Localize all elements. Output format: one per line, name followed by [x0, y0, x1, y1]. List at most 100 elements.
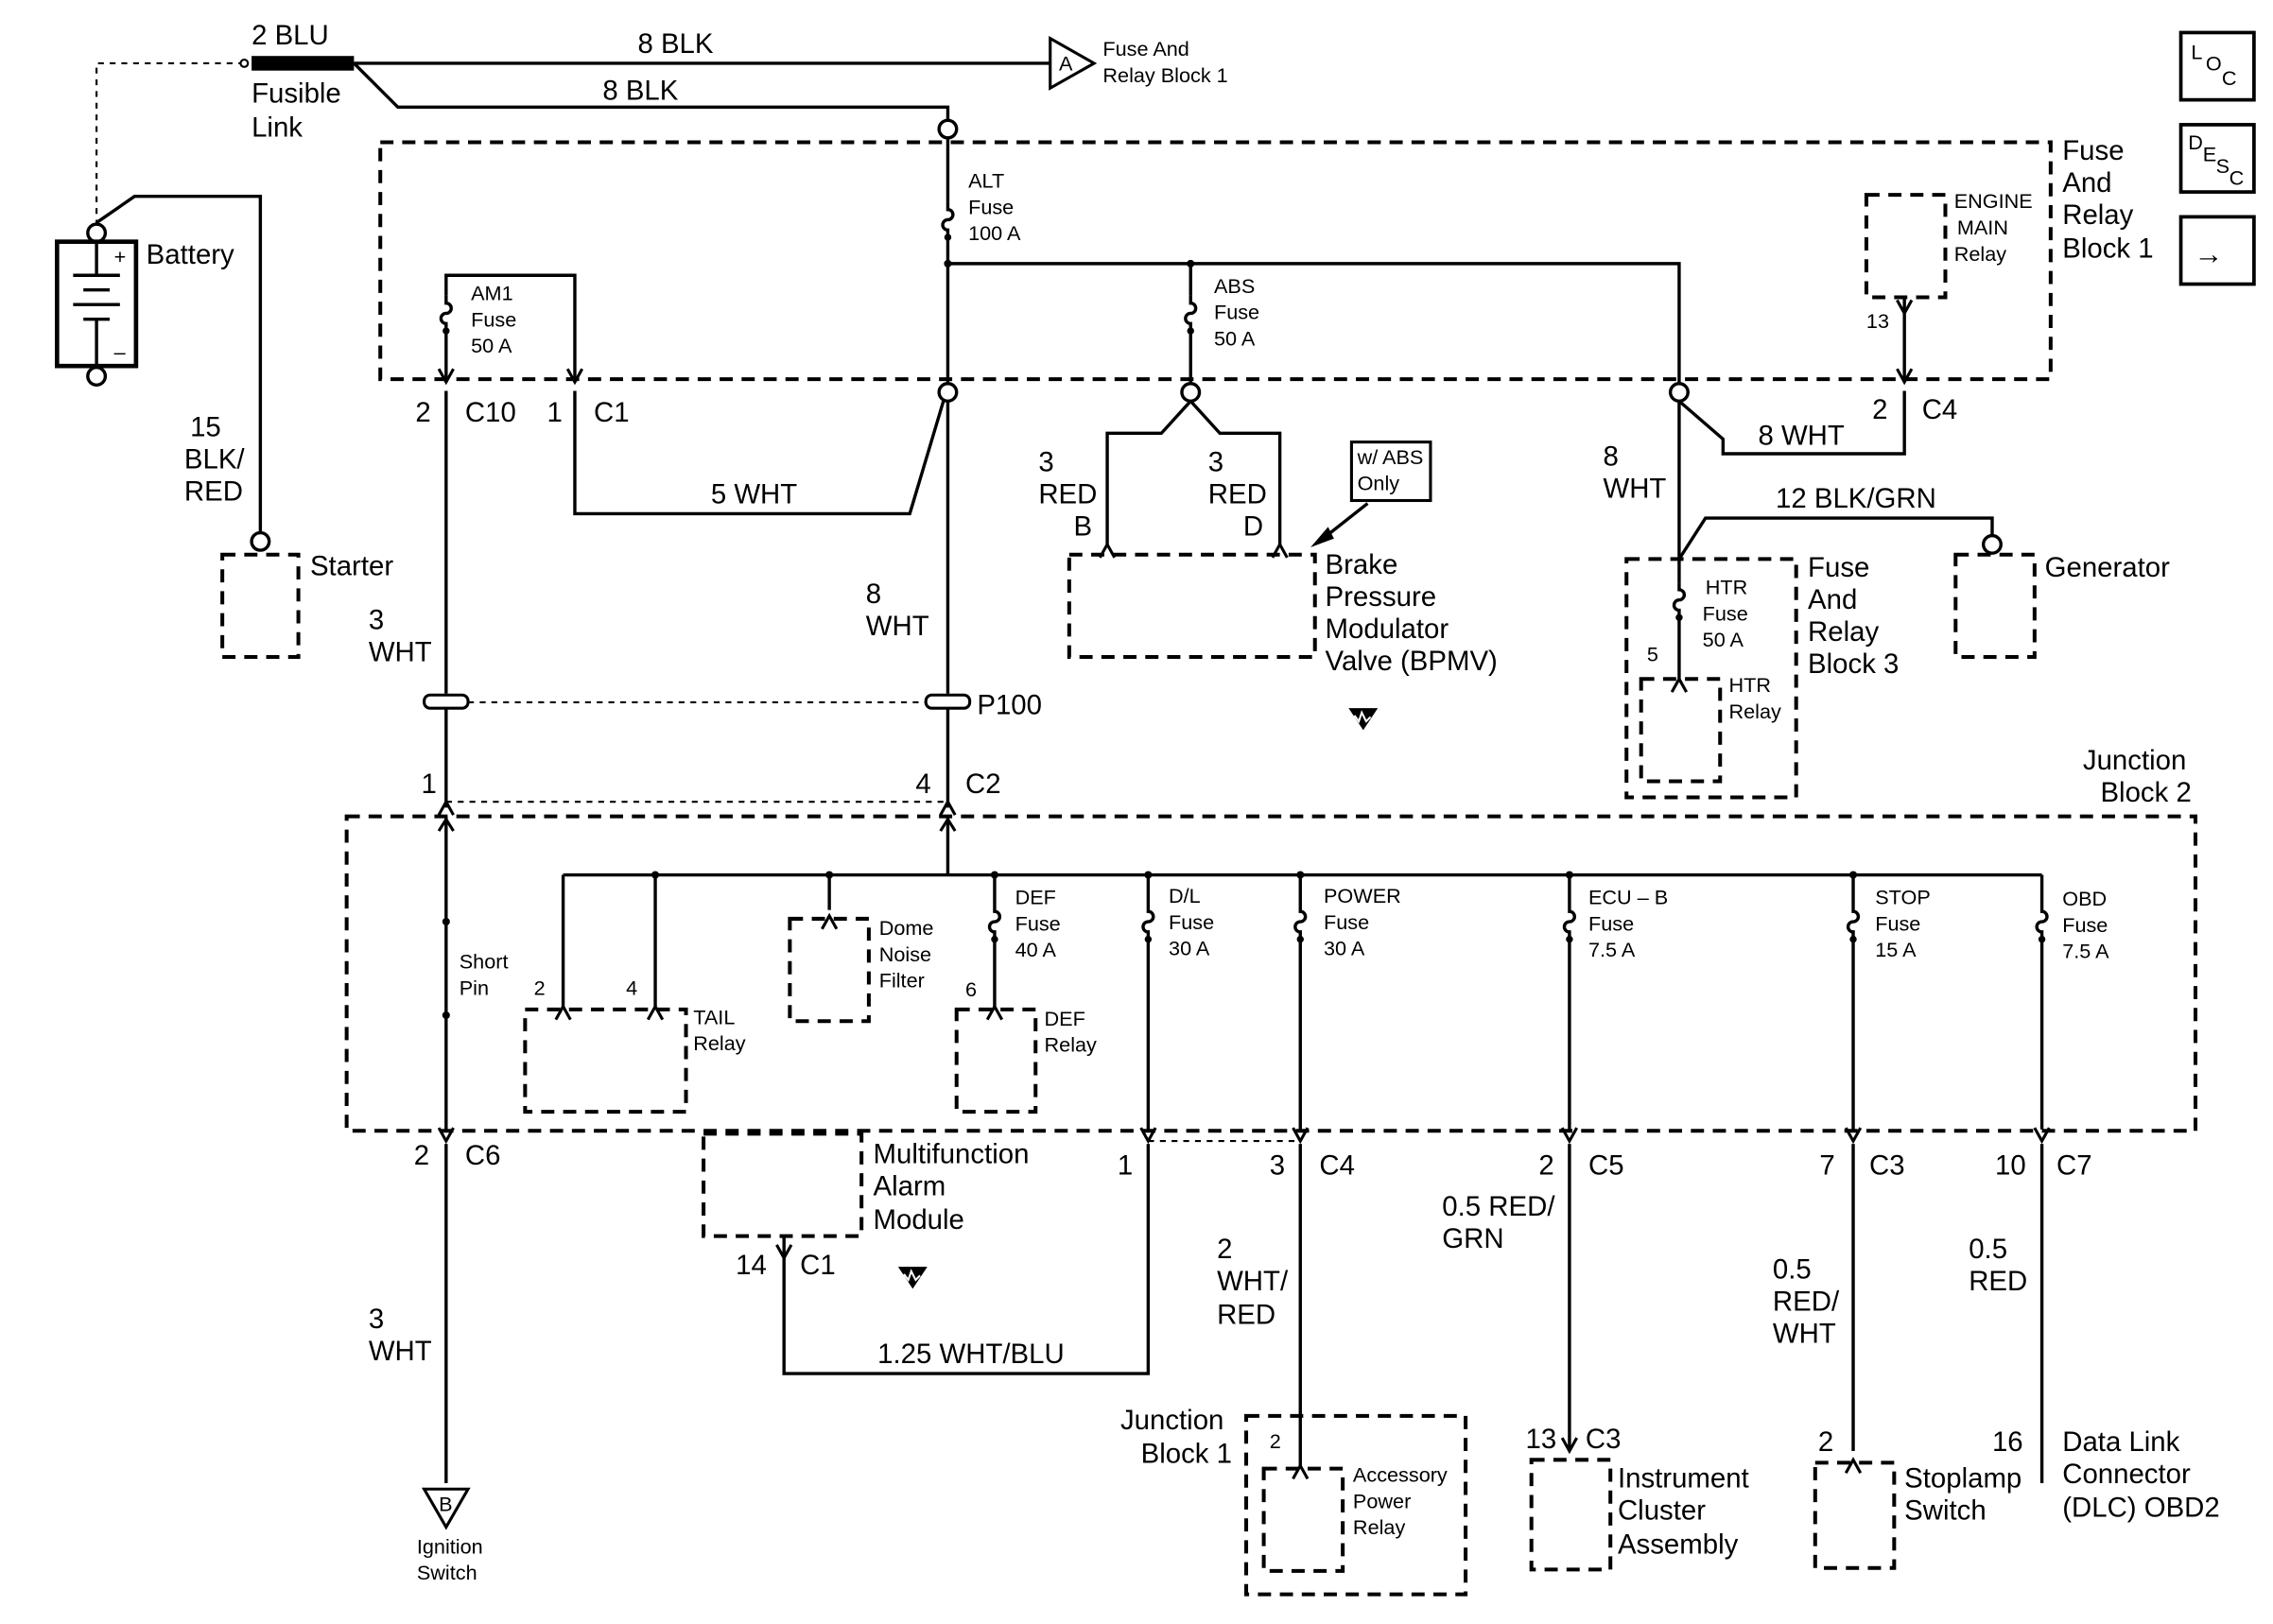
svg-text:Pressure: Pressure — [1326, 581, 1437, 613]
svg-text:13: 13 — [1525, 1424, 1556, 1455]
fusible-link: 2 BLU Fusible Link — [252, 20, 355, 143]
svg-text:C: C — [2230, 165, 2245, 189]
svg-text:Relay: Relay — [1954, 242, 2007, 266]
svg-text:DEF: DEF — [1015, 885, 1056, 908]
svg-text:P100: P100 — [977, 689, 1042, 720]
svg-text:WHT: WHT — [369, 637, 432, 668]
svg-text:Accessory: Accessory — [1353, 1463, 1448, 1487]
svg-text:Power: Power — [1353, 1489, 1411, 1512]
svg-text:Fuse: Fuse — [1015, 911, 1061, 935]
svg-text:5 WHT: 5 WHT — [711, 479, 797, 510]
loc-button[interactable]: L O C — [2178, 30, 2256, 102]
svg-text:BLK/: BLK/ — [184, 443, 246, 475]
svg-text:STOP: STOP — [1875, 885, 1931, 908]
svg-text:0.5 RED/: 0.5 RED/ — [1442, 1191, 1555, 1222]
svg-text:Dome: Dome — [879, 916, 934, 940]
fuse-and-relay-block-1 — [378, 140, 2053, 382]
svg-text:C4: C4 — [1319, 1150, 1355, 1182]
svg-text:ALT: ALT — [968, 168, 1004, 192]
ref-a-label: Fuse And — [1102, 37, 1189, 60]
alt-fuse: ALT Fuse 100 A — [968, 168, 1021, 245]
svg-text:OBD: OBD — [2062, 887, 2107, 910]
svg-text:POWER: POWER — [1324, 884, 1401, 907]
svg-text:Brake: Brake — [1326, 549, 1398, 580]
svg-text:(DLC) OBD2: (DLC) OBD2 — [2062, 1493, 2219, 1524]
svg-text:Fuse: Fuse — [1588, 911, 1634, 935]
svg-text:Cluster: Cluster — [1618, 1495, 1706, 1527]
svg-text:D: D — [1243, 511, 1263, 543]
svg-text:C3: C3 — [1869, 1150, 1905, 1182]
svg-text:Block 1: Block 1 — [1141, 1438, 1232, 1469]
svg-text:5: 5 — [1647, 643, 1658, 666]
svg-text:16: 16 — [1992, 1426, 2023, 1458]
desc-button[interactable]: D E S C — [2178, 123, 2256, 194]
svg-text:Pin: Pin — [460, 976, 489, 999]
instrument-cluster — [1529, 1458, 1613, 1572]
svg-text:C1: C1 — [800, 1250, 836, 1281]
starter-label: Starter — [310, 550, 393, 581]
svg-text:RED: RED — [1038, 479, 1097, 510]
am1-fuse: AM1 Fuse 50 A — [471, 282, 516, 358]
data-link-connector: Data Link Connector (DLC) OBD2 — [2062, 1426, 2219, 1524]
svg-text:C: C — [2222, 66, 2237, 90]
svg-text:D: D — [2188, 130, 2203, 154]
svg-text:Relay: Relay — [1729, 700, 1782, 723]
svg-text:RED: RED — [1217, 1299, 1275, 1330]
svg-text:Fuse: Fuse — [968, 195, 1014, 218]
svg-text:2: 2 — [534, 976, 546, 999]
svg-text:–: – — [114, 339, 127, 363]
svg-text:C2: C2 — [965, 769, 1001, 800]
svg-text:C10: C10 — [465, 397, 516, 428]
svg-text:A: A — [1059, 52, 1073, 76]
svg-text:RED: RED — [184, 475, 243, 507]
battery: + – Battery — [55, 222, 234, 387]
svg-text:DEF: DEF — [1045, 1007, 1085, 1030]
svg-text:Filter: Filter — [879, 969, 925, 993]
svg-text:4: 4 — [626, 976, 637, 999]
generator — [1953, 552, 2037, 660]
svg-text:C1: C1 — [594, 397, 630, 428]
svg-text:Fuse: Fuse — [1808, 552, 1869, 583]
svg-text:2: 2 — [1217, 1234, 1232, 1265]
svg-text:30 A: 30 A — [1324, 937, 1365, 960]
svg-text:GRN: GRN — [1442, 1223, 1503, 1254]
svg-text:And: And — [2062, 167, 2111, 199]
svg-text:Relay: Relay — [1045, 1033, 1098, 1057]
svg-text:Module: Module — [874, 1204, 964, 1235]
wire-label: 8 BLK — [637, 28, 713, 60]
svg-text:Block 2: Block 2 — [2100, 777, 2191, 808]
svg-text:And: And — [1808, 584, 1857, 615]
svg-text:Data Link: Data Link — [2062, 1426, 2179, 1458]
bpmv: w/ ABS Only Brake Pressure Modulator Val… — [1067, 441, 1498, 732]
svg-text:Modulator: Modulator — [1326, 613, 1449, 645]
accessory-power-relay — [1261, 1466, 1345, 1573]
svg-text:0.5: 0.5 — [1773, 1253, 1812, 1285]
svg-text:WHT: WHT — [1773, 1319, 1836, 1350]
svg-text:RED/: RED/ — [1773, 1287, 1840, 1318]
svg-text:100 A: 100 A — [968, 221, 1021, 245]
svg-text:2: 2 — [415, 397, 430, 428]
svg-text:1: 1 — [1118, 1150, 1133, 1182]
svg-text:6: 6 — [965, 977, 977, 1001]
svg-text:O: O — [2206, 52, 2222, 76]
next-button[interactable]: → — [2178, 215, 2256, 286]
svg-text:1.25 WHT/BLU: 1.25 WHT/BLU — [877, 1339, 1065, 1370]
svg-text:Fuse: Fuse — [1703, 601, 1748, 625]
svg-text:3: 3 — [1270, 1150, 1285, 1182]
svg-text:ENGINE: ENGINE — [1954, 189, 2033, 213]
svg-text:50 A: 50 A — [471, 334, 512, 357]
svg-text:+: + — [114, 245, 127, 268]
svg-text:Block 3: Block 3 — [1808, 648, 1899, 680]
multifunction-alarm-module — [702, 1132, 864, 1238]
svg-text:WHT: WHT — [866, 611, 929, 642]
fusible-link-label: Fusible — [252, 78, 341, 110]
svg-text:Junction: Junction — [2083, 745, 2186, 776]
svg-text:WHT: WHT — [1603, 473, 1666, 504]
svg-text:Fuse: Fuse — [1875, 911, 1920, 935]
ref-a-label: Relay Block 1 — [1102, 63, 1227, 87]
svg-text:Connector: Connector — [2062, 1459, 2191, 1490]
svg-text:Ignition: Ignition — [417, 1534, 483, 1558]
svg-text:Multifunction: Multifunction — [874, 1138, 1030, 1169]
svg-text:7: 7 — [1819, 1150, 1834, 1182]
